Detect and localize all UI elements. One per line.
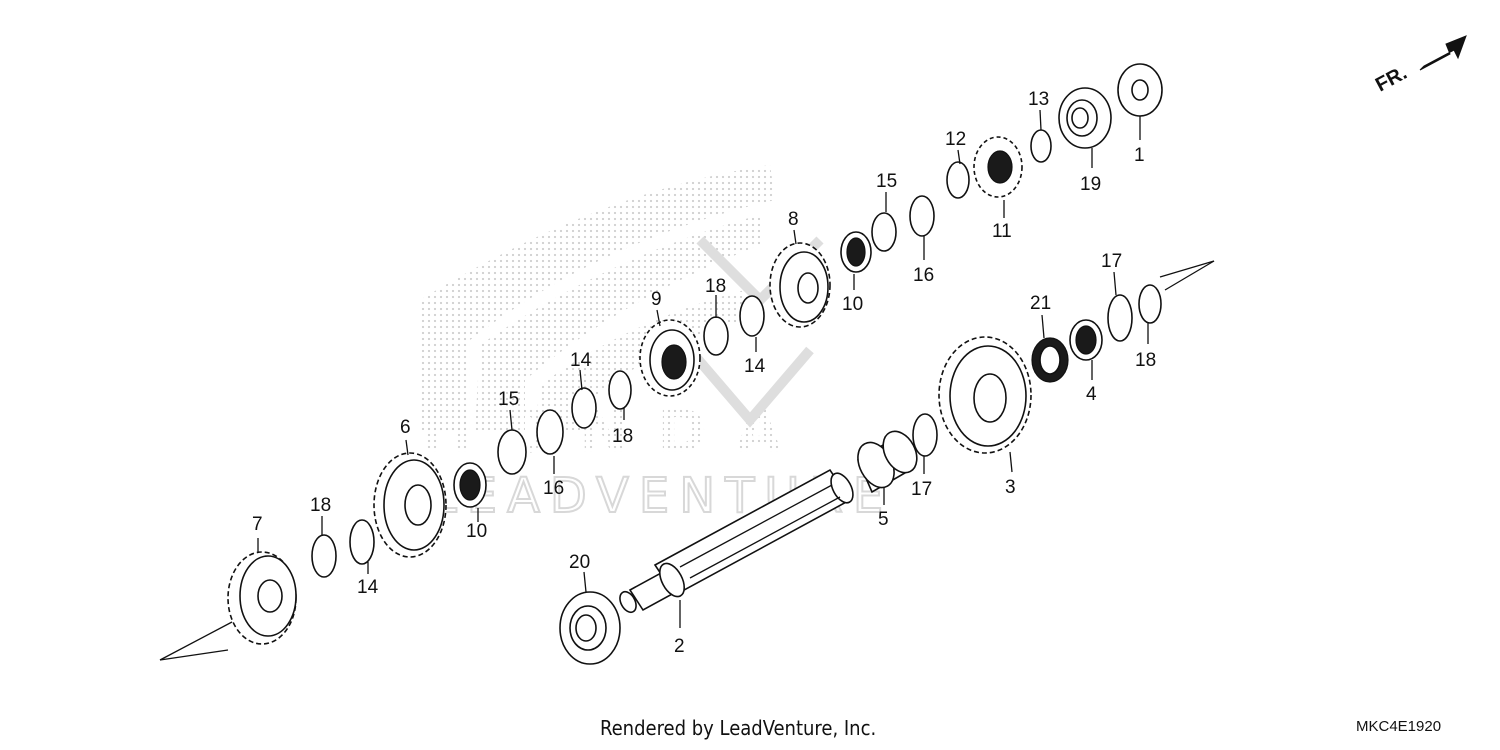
callout-14-a: 14 <box>357 577 379 598</box>
callout-3: 3 <box>1005 477 1016 498</box>
washer-18-a[interactable] <box>311 534 337 578</box>
callout-6: 6 <box>400 417 411 438</box>
callout-11: 11 <box>992 221 1012 242</box>
washer-17-a[interactable] <box>912 413 938 457</box>
callout-4: 4 <box>1086 384 1097 405</box>
callout-12: 12 <box>945 129 966 150</box>
lock-washer-15-b[interactable] <box>871 212 897 252</box>
front-direction-marker: FR. <box>1372 35 1467 97</box>
washer-18-b[interactable] <box>608 370 632 410</box>
callout-labels: 1 2 3 4 5 6 7 8 9 10 10 11 12 13 14 14 1… <box>252 89 1156 657</box>
axis-line-left-b <box>159 649 229 661</box>
bearing-19[interactable] <box>1058 87 1112 149</box>
axis-line-right-b <box>1159 260 1215 278</box>
ring-14-c[interactable] <box>739 295 765 337</box>
needle-bearing-10-b[interactable] <box>840 231 872 273</box>
leader-lines <box>257 109 1149 628</box>
callout-17-a: 17 <box>911 479 932 500</box>
lock-washer-15-a[interactable] <box>497 429 527 475</box>
callout-18-d: 18 <box>1135 350 1156 371</box>
diagram-code: MKC4E1920 <box>1356 718 1442 735</box>
callout-20: 20 <box>569 552 590 573</box>
callout-15-b: 15 <box>876 171 897 192</box>
callout-1: 1 <box>1134 145 1145 166</box>
render-credit: Rendered by LeadVenture, Inc. <box>600 716 877 740</box>
washer-18-d[interactable] <box>1138 284 1162 324</box>
callout-2: 2 <box>674 636 685 657</box>
callout-16-b: 16 <box>913 265 934 286</box>
callout-15-a: 15 <box>498 389 519 410</box>
callout-17-b: 17 <box>1101 251 1122 272</box>
callout-21: 21 <box>1030 293 1051 314</box>
washer-12[interactable] <box>946 161 970 199</box>
callout-5: 5 <box>878 509 889 530</box>
washer-13[interactable] <box>1030 129 1052 163</box>
callout-18-b: 18 <box>612 426 633 447</box>
lock-washer-16-b[interactable] <box>909 195 935 237</box>
gear-11[interactable] <box>973 136 1023 198</box>
bearing-20[interactable] <box>559 591 621 665</box>
front-arrow-icon <box>1419 35 1467 71</box>
honda-wordmark: HONDA <box>422 397 810 467</box>
axis-line-left <box>159 621 233 661</box>
washer-17-b[interactable] <box>1107 294 1133 342</box>
callout-19: 19 <box>1080 174 1101 195</box>
gear-8[interactable] <box>769 242 831 328</box>
callout-7: 7 <box>252 514 263 535</box>
ring-14-b[interactable] <box>571 387 597 429</box>
oil-seal-1[interactable] <box>1117 63 1163 117</box>
bushing-4[interactable] <box>1069 319 1103 361</box>
callout-14-b: 14 <box>570 350 592 371</box>
callout-9: 9 <box>651 289 662 310</box>
callout-14-c: 14 <box>744 356 766 377</box>
needle-bearing-21[interactable] <box>1031 337 1069 383</box>
washer-18-c[interactable] <box>703 316 729 356</box>
callout-10-a: 10 <box>466 521 487 542</box>
callout-10-b: 10 <box>842 294 863 315</box>
gear-3[interactable] <box>938 336 1032 454</box>
axis-line-right <box>1164 260 1215 291</box>
callout-18-c: 18 <box>705 276 726 297</box>
callout-18-a: 18 <box>310 495 331 516</box>
callout-8: 8 <box>788 209 799 230</box>
front-label: FR. <box>1372 62 1411 97</box>
callout-13: 13 <box>1028 89 1049 110</box>
callout-16-a: 16 <box>543 478 564 499</box>
bushing-5[interactable] <box>851 426 924 494</box>
lock-washer-16-a[interactable] <box>536 409 564 455</box>
ring-14-a[interactable] <box>349 519 375 565</box>
gear-7[interactable] <box>227 551 297 645</box>
gear-9[interactable] <box>639 319 701 397</box>
main-shaft[interactable] <box>617 468 858 615</box>
needle-bearing-10-a[interactable] <box>453 462 487 508</box>
gear-6[interactable] <box>373 452 447 558</box>
